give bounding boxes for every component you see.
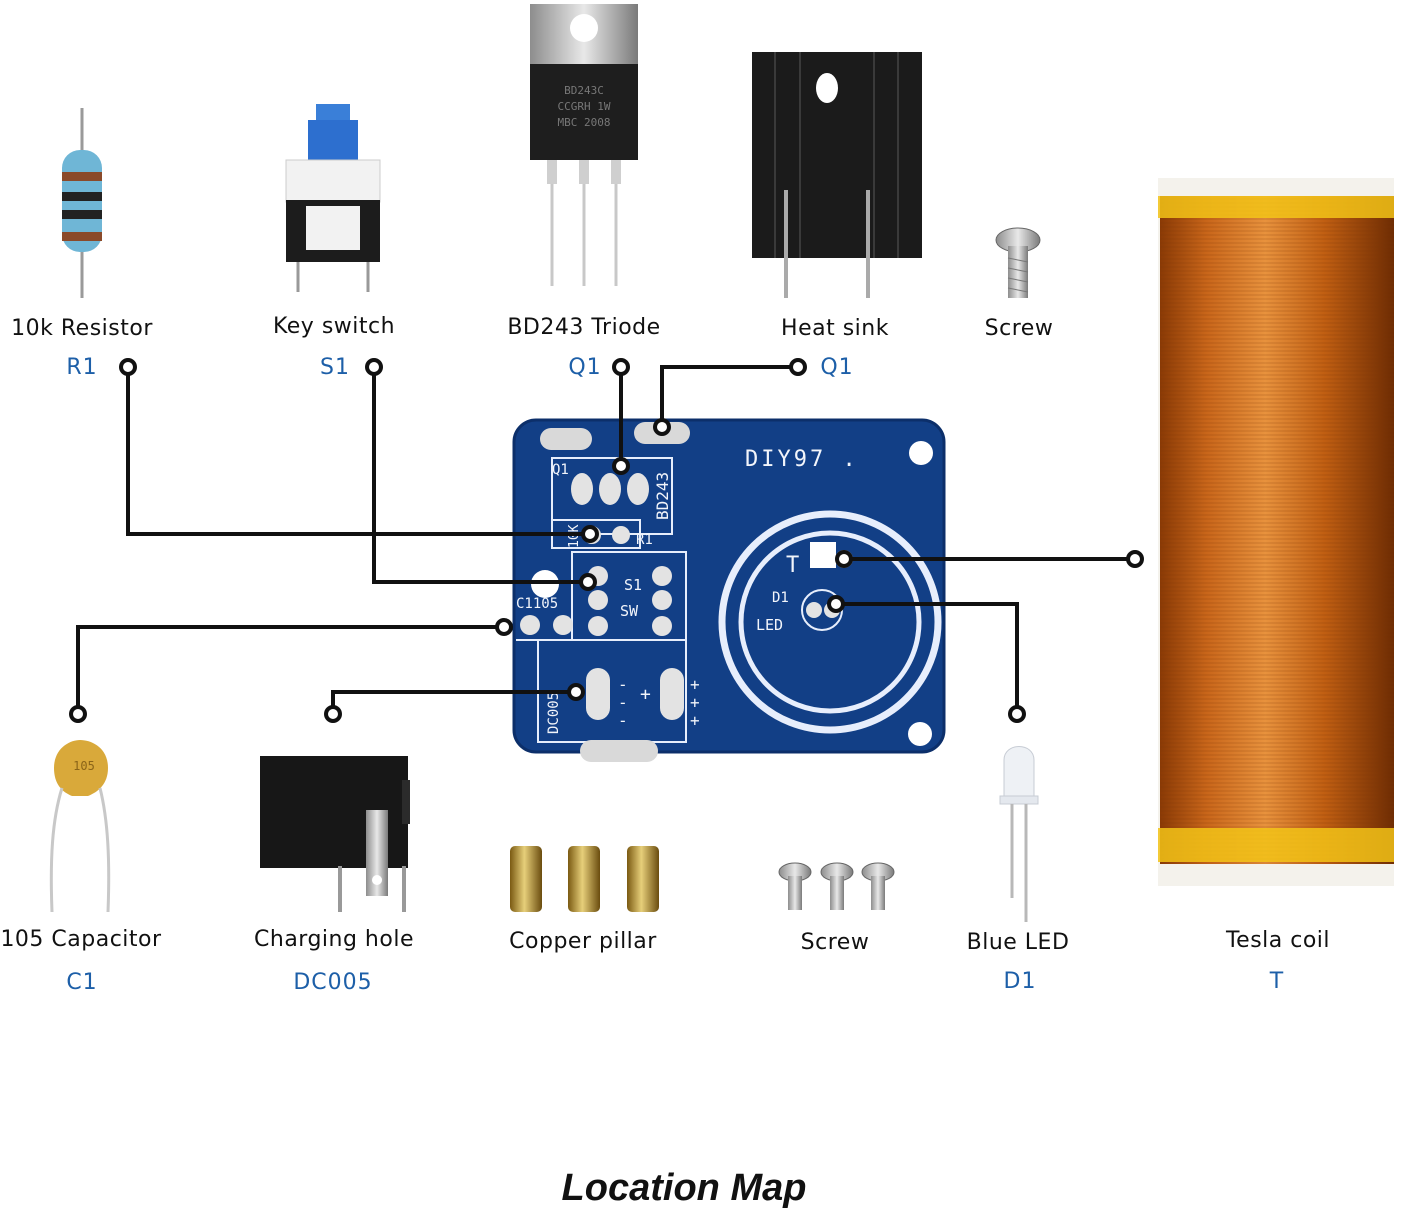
pcb-label-sw: SW (620, 602, 639, 620)
charging-hole-image (260, 756, 410, 912)
ref-d1: D1 (1003, 969, 1037, 994)
ref-dc005: DC005 (293, 970, 373, 995)
ref-s1: S1 (320, 355, 350, 380)
resistor-image (62, 108, 102, 298)
pcb-label-t: T (786, 553, 799, 578)
heat-sink-image (752, 52, 922, 298)
screws-image-bottom (778, 862, 895, 910)
label-10k-resistor: 10k Resistor (11, 316, 153, 341)
leader-terminals (69, 358, 1144, 723)
leader-dc005 (331, 690, 574, 706)
ref-r1: R1 (66, 355, 98, 380)
ref-c1: C1 (66, 970, 98, 995)
label-copper-pillar: Copper pillar (509, 929, 657, 954)
transistor-marking-2: CCGRH 1W (558, 100, 611, 113)
ref-q1-triode: Q1 (568, 355, 602, 380)
label-105-capacitor: 105 Capacitor (0, 927, 162, 952)
key-switch-image (285, 104, 381, 292)
pcb-label-q1: Q1 (552, 462, 569, 478)
blue-led-image (999, 746, 1039, 922)
svg-text:+: + (690, 711, 700, 730)
pcb-brand: DIY97 . (745, 447, 859, 472)
pcb-label-c1105: C1105 (516, 596, 558, 612)
ref-q1-heatsink: Q1 (820, 355, 854, 380)
label-screw-top: Screw (984, 316, 1054, 341)
label-bd243-triode: BD243 Triode (507, 315, 661, 340)
svg-text:-: - (618, 693, 628, 712)
label-key-switch: Key switch (272, 314, 396, 339)
pcb-board: DIY97 . Q1 BD243 10K R1 S1 SW C1105 DC00… (512, 418, 946, 762)
label-heat-sink: Heat sink (781, 316, 889, 341)
capacitor-marking: 105 (73, 759, 95, 773)
leader-s1 (372, 374, 588, 584)
pcb-label-s1: S1 (624, 576, 642, 594)
transistor-marking-1: BD243C (564, 84, 604, 97)
capacitor-image: 105 (49, 740, 111, 913)
bd243-transistor-image: BD243C CCGRH 1W MBC 2008 (530, 4, 638, 286)
transistor-marking-3: MBC 2008 (558, 116, 611, 129)
label-blue-led: Blue LED (966, 930, 1070, 955)
label-charging-hole: Charging hole (254, 927, 414, 952)
screw-image-top (995, 227, 1041, 298)
svg-text:+: + (690, 693, 700, 712)
pcb-label-bd243: BD243 (653, 472, 672, 520)
diagram-title: Location Map (561, 1167, 807, 1209)
copper-pillars-image (510, 846, 659, 912)
pcb-label-10k: 10K (567, 524, 582, 548)
leader-r1 (126, 374, 590, 536)
pcb-label-d1: D1 (772, 590, 789, 606)
label-screw-bottom: Screw (800, 930, 870, 955)
ref-t: T (1269, 969, 1285, 994)
label-tesla-coil: Tesla coil (1225, 928, 1331, 953)
svg-text:+: + (640, 684, 651, 705)
pcb-label-led: LED (756, 616, 783, 634)
tesla-coil-image (1158, 178, 1394, 886)
leader-c1 (76, 625, 504, 706)
pcb-label-dc005: DC005 (546, 692, 562, 734)
leader-lines (76, 365, 1127, 706)
pcb-label-r1: R1 (636, 532, 653, 548)
svg-text:-: - (618, 675, 628, 694)
svg-text:+: + (690, 675, 700, 694)
svg-text:-: - (618, 711, 628, 730)
leader-d1 (836, 602, 1019, 706)
leader-q1-heatsink (660, 365, 790, 420)
